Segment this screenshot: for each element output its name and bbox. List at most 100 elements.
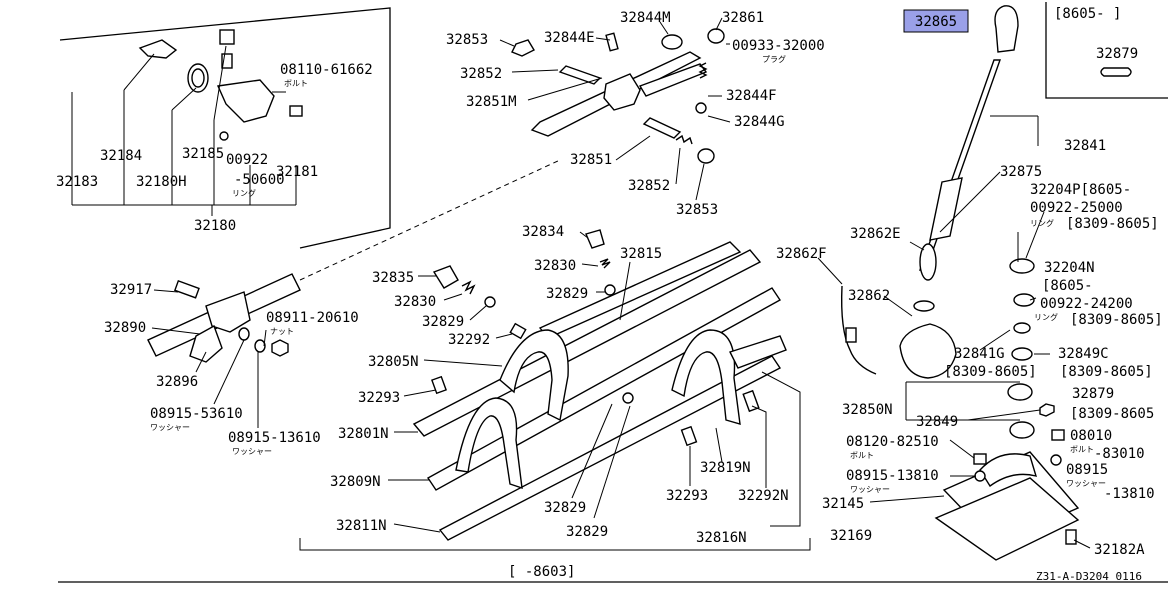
label-32809N: 32809N xyxy=(330,474,381,490)
diagram-code: Z31-A-D3204 0116 xyxy=(1036,570,1142,583)
label-08915-13810: 08915-13810 xyxy=(846,468,939,484)
label-08110-61662: 08110-61662 xyxy=(280,62,373,78)
label-32819N: 32819N xyxy=(700,460,751,476)
label-32829-c: 32829 xyxy=(544,500,586,516)
label-32841: 32841 xyxy=(1064,138,1106,154)
label-32850N: 32850N xyxy=(842,402,893,418)
left-inset-parts xyxy=(138,29,303,141)
highlighted-part-box[interactable] xyxy=(903,9,969,33)
note-bolt-1: ボルト xyxy=(284,79,308,88)
label-date-8309-d: [8309-8605] xyxy=(1060,364,1153,380)
label-32862: 32862 xyxy=(848,288,890,304)
label-32829-b: 32829 xyxy=(422,314,464,330)
note-bolt-3: ボルト xyxy=(1070,445,1094,454)
label-13810: -13810 xyxy=(1104,486,1155,502)
label-32181: 32181 xyxy=(276,164,318,180)
label-32861: 32861 xyxy=(722,10,764,26)
label-date-8309-a: [8309-8605] xyxy=(1066,216,1159,232)
label-32851: 32851 xyxy=(570,152,612,168)
label-32844E: 32844E xyxy=(544,30,595,46)
shift-lever-right xyxy=(841,5,1132,561)
note-bolt-2: ボルト xyxy=(850,451,874,460)
label-83010: -83010 xyxy=(1094,446,1145,462)
label-32293-b: 32293 xyxy=(666,488,708,504)
label-32849C: 32849C xyxy=(1058,346,1109,362)
label-00922: 00922 xyxy=(226,152,268,168)
label-32182A: 32182A xyxy=(1094,542,1145,558)
inset-frame-left xyxy=(59,7,391,249)
label-32183: 32183 xyxy=(56,174,98,190)
note-ring-3: リング xyxy=(1034,312,1058,322)
label-date-8309-c: [8309-8605] xyxy=(944,364,1037,380)
label-32875: 32875 xyxy=(1000,164,1042,180)
label-00922-24200: 00922-24200 xyxy=(1040,296,1133,312)
note-washer-4: ワッシャー xyxy=(232,447,272,456)
label-32830-b: 32830 xyxy=(394,294,436,310)
label-32830: 32830 xyxy=(534,258,576,274)
label-32896: 32896 xyxy=(156,374,198,390)
label-32917: 32917 xyxy=(110,282,152,298)
label-32851M: 32851M xyxy=(466,94,517,110)
label-32852: 32852 xyxy=(460,66,502,82)
label-32862F: 32862F xyxy=(776,246,827,262)
note-plug: プラグ xyxy=(762,54,786,64)
label-32834: 32834 xyxy=(522,224,564,240)
label-32815: 32815 xyxy=(620,246,662,262)
label-date-8309-b: [8309-8605] xyxy=(1070,312,1163,328)
label-32169: 32169 xyxy=(830,528,872,544)
label-32879-b: 32879 xyxy=(1072,386,1114,402)
label-32204P: 32204P[8605- xyxy=(1030,182,1131,198)
label-32185: 32185 xyxy=(182,146,224,162)
shift-lever-assembly xyxy=(147,159,561,363)
label-32816N: 32816N xyxy=(696,530,747,546)
leader-lines xyxy=(123,17,1091,549)
label-32811N: 32811N xyxy=(336,518,387,534)
label-32292: 32292 xyxy=(448,332,490,348)
label-00933-32000: 00933-32000 xyxy=(732,38,825,54)
label-32835: 32835 xyxy=(372,270,414,286)
label-32844F: 32844F xyxy=(726,88,777,104)
shift-rods-and-forks xyxy=(412,229,787,541)
label-32829: 32829 xyxy=(546,286,588,302)
label-32180H: 32180H xyxy=(136,174,187,190)
label-32293: 32293 xyxy=(358,390,400,406)
label-32805N: 32805N xyxy=(368,354,419,370)
label-32180: 32180 xyxy=(194,218,236,234)
label-08915-13610: 08915-13610 xyxy=(228,430,321,446)
inset-date-range: [8605- ] xyxy=(1054,6,1121,22)
label-32879: 32879 xyxy=(1096,46,1138,62)
inset-frame-right xyxy=(1045,2,1168,99)
label-32890: 32890 xyxy=(104,320,146,336)
label-32844M: 32844M xyxy=(620,10,671,26)
label-32829-d: 32829 xyxy=(566,524,608,540)
note-washer-3: ワッシャー xyxy=(150,423,190,432)
label-32801N: 32801N xyxy=(338,426,389,442)
label-32849: 32849 xyxy=(916,414,958,430)
label-8605-b: [8605- xyxy=(1042,278,1093,294)
label-32145: 32145 xyxy=(822,496,864,512)
note-ring-2: リング xyxy=(1030,218,1054,228)
highlighted-part-label[interactable]: 32865 xyxy=(915,14,957,30)
label-32184: 32184 xyxy=(100,148,142,164)
label-08911-20610: 08911-20610 xyxy=(266,310,359,326)
label-08915: 08915 xyxy=(1066,462,1108,478)
label-32204N: 32204N xyxy=(1044,260,1095,276)
label-32853-b: 32853 xyxy=(676,202,718,218)
part-labels: 32853 32844E 32844M 32861 00933-32000 プラ… xyxy=(56,6,1163,583)
label-32853: 32853 xyxy=(446,32,488,48)
label-date-8309-e: [8309-8605 xyxy=(1070,406,1154,422)
label-08120-82510: 08120-82510 xyxy=(846,434,939,450)
note-washer-1: ワッシャー xyxy=(850,485,890,494)
bottom-date-range: [ -8603] xyxy=(508,564,575,580)
label-08915-53610: 08915-53610 xyxy=(150,406,243,422)
label-08010: 08010 xyxy=(1070,428,1112,444)
upper-shift-parts xyxy=(511,28,725,164)
label-32852-b: 32852 xyxy=(628,178,670,194)
note-washer-2: ワッシャー xyxy=(1066,479,1106,488)
note-ring-1: リング xyxy=(232,188,256,198)
label-50600: -50600 xyxy=(234,172,285,188)
label-32844G: 32844G xyxy=(734,114,785,130)
note-nut: ナット xyxy=(270,327,294,336)
label-00922-25000: 00922-25000 xyxy=(1030,200,1123,216)
